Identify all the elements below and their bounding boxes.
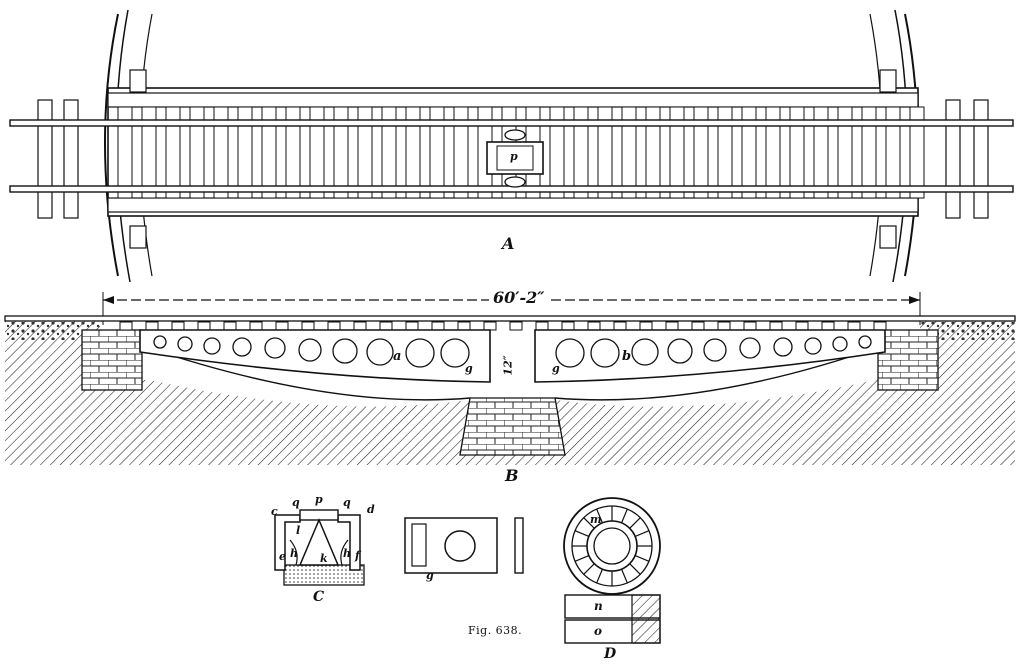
part-e: e xyxy=(279,550,286,563)
label-d: D xyxy=(604,646,617,662)
part-h-right: h xyxy=(343,547,351,560)
part-l: l xyxy=(296,524,301,537)
pin-detail xyxy=(404,517,524,574)
elevation-view xyxy=(4,292,1016,465)
center-plate-label: p xyxy=(510,150,518,163)
part-c: c xyxy=(271,505,278,518)
ring-o-label: o xyxy=(594,624,603,638)
pin-right-label: g xyxy=(552,362,560,375)
plan-view xyxy=(9,9,1014,283)
elevation-ties xyxy=(119,321,887,331)
section-c xyxy=(274,509,365,586)
center-gap-dimension: 12″ xyxy=(501,355,515,376)
girder-holes xyxy=(153,335,872,368)
part-p: p xyxy=(315,493,323,506)
label-b: B xyxy=(505,466,519,485)
girder-a-label: a xyxy=(393,349,402,364)
detail-pin-label: g xyxy=(426,569,434,582)
deck-ties xyxy=(117,106,925,199)
wheel-spokes xyxy=(572,506,652,586)
ring-n-label: n xyxy=(594,599,603,613)
wheel-d xyxy=(563,497,661,644)
figure-caption: Fig. 638. xyxy=(468,624,523,637)
girder-b-label: b xyxy=(622,349,632,364)
label-a: A xyxy=(502,234,515,253)
span-dimension: 60′-2″ xyxy=(489,290,549,306)
part-q-left: q xyxy=(292,496,300,509)
part-f: f xyxy=(355,549,360,562)
label-c: C xyxy=(313,589,325,605)
wheel-hub-label: m xyxy=(590,513,602,526)
part-q-right: q xyxy=(343,496,351,509)
part-k: k xyxy=(320,552,328,565)
part-d: d xyxy=(367,503,375,516)
part-h-left: h xyxy=(290,547,298,560)
pin-left-label: g xyxy=(465,362,473,375)
